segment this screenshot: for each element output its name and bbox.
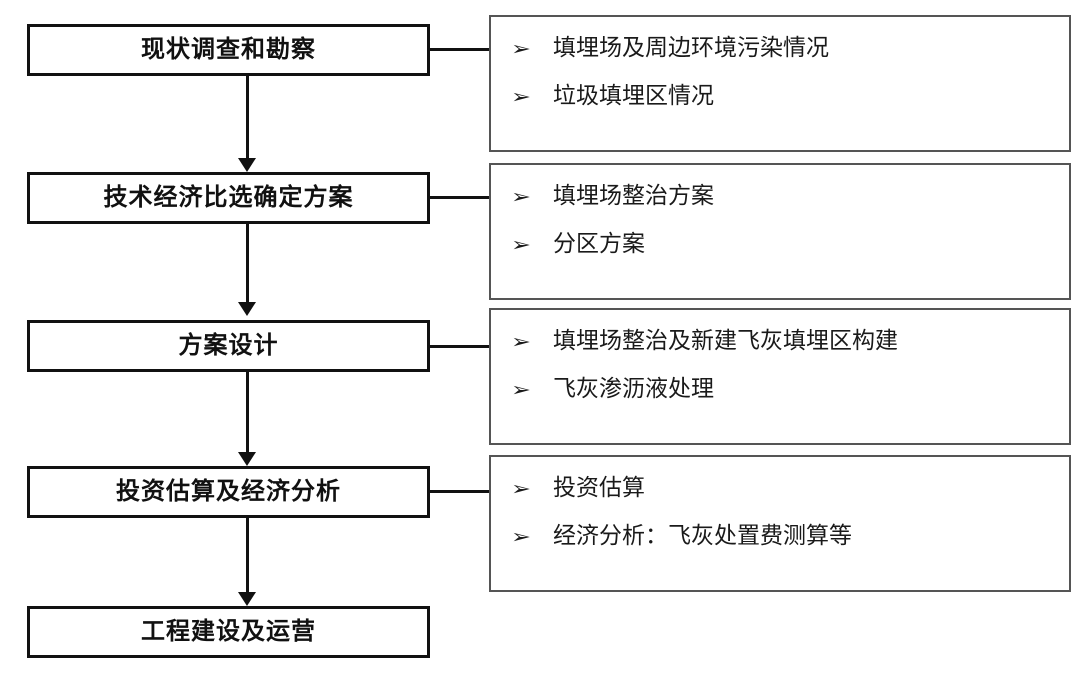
bullet-arrow-icon: ➢ bbox=[511, 233, 531, 256]
detail-item[interactable]: ➢ 填埋场整治方案 bbox=[511, 184, 1069, 232]
flow-connector-4-5 bbox=[246, 518, 249, 592]
stage-box-4[interactable]: 投资估算及经济分析 bbox=[27, 466, 430, 518]
detail-connector-2 bbox=[430, 196, 489, 199]
detail-panel-1[interactable]: ➢ 填埋场及周边环境污染情况 ➢ 垃圾填埋区情况 bbox=[489, 15, 1071, 152]
flow-arrowhead-1-2 bbox=[238, 158, 256, 172]
detail-panel-2[interactable]: ➢ 填埋场整治方案 ➢ 分区方案 bbox=[489, 163, 1071, 300]
detail-item[interactable]: ➢ 投资估算 bbox=[511, 476, 1069, 524]
flow-arrowhead-2-3 bbox=[238, 302, 256, 316]
bullet-arrow-icon: ➢ bbox=[511, 525, 531, 548]
bullet-arrow-icon: ➢ bbox=[511, 330, 531, 353]
stage-label-5: 工程建设及运营 bbox=[141, 619, 316, 645]
stage-box-2[interactable]: 技术经济比选确定方案 bbox=[27, 172, 430, 224]
bullet-arrow-icon: ➢ bbox=[511, 37, 531, 60]
detail-text: 填埋场整治及新建飞灰填埋区构建 bbox=[553, 327, 898, 353]
detail-connector-3 bbox=[430, 345, 489, 348]
detail-item[interactable]: ➢ 填埋场及周边环境污染情况 bbox=[511, 36, 1069, 84]
detail-text: 飞灰渗沥液处理 bbox=[553, 375, 714, 401]
stage-label-1: 现状调查和勘察 bbox=[141, 37, 316, 63]
stage-label-3: 方案设计 bbox=[178, 333, 279, 359]
bullet-arrow-icon: ➢ bbox=[511, 378, 531, 401]
detail-item[interactable]: ➢ 飞灰渗沥液处理 bbox=[511, 377, 1069, 425]
stage-box-3[interactable]: 方案设计 bbox=[27, 320, 430, 372]
bullet-arrow-icon: ➢ bbox=[511, 477, 531, 500]
bullet-arrow-icon: ➢ bbox=[511, 185, 531, 208]
stage-box-5[interactable]: 工程建设及运营 bbox=[27, 606, 430, 658]
stage-box-1[interactable]: 现状调查和勘察 bbox=[27, 24, 430, 76]
detail-text: 填埋场整治方案 bbox=[553, 182, 714, 208]
detail-text: 投资估算 bbox=[553, 474, 645, 500]
detail-item[interactable]: ➢ 经济分析：飞灰处置费测算等 bbox=[511, 524, 1069, 572]
flow-arrowhead-4-5 bbox=[238, 592, 256, 606]
stage-label-4: 投资估算及经济分析 bbox=[116, 479, 341, 505]
detail-text: 经济分析：飞灰处置费测算等 bbox=[553, 522, 852, 548]
stage-label-2: 技术经济比选确定方案 bbox=[103, 185, 354, 211]
flow-connector-3-4 bbox=[246, 372, 249, 452]
detail-text: 垃圾填埋区情况 bbox=[553, 82, 714, 108]
bullet-arrow-icon: ➢ bbox=[511, 85, 531, 108]
flow-connector-2-3 bbox=[246, 224, 249, 302]
flow-connector-1-2 bbox=[246, 76, 249, 158]
detail-item[interactable]: ➢ 分区方案 bbox=[511, 232, 1069, 280]
detail-connector-1 bbox=[430, 48, 489, 51]
detail-item[interactable]: ➢ 垃圾填埋区情况 bbox=[511, 84, 1069, 132]
detail-panel-4[interactable]: ➢ 投资估算 ➢ 经济分析：飞灰处置费测算等 bbox=[489, 455, 1071, 592]
detail-panel-3[interactable]: ➢ 填埋场整治及新建飞灰填埋区构建 ➢ 飞灰渗沥液处理 bbox=[489, 308, 1071, 445]
detail-text: 填埋场及周边环境污染情况 bbox=[553, 34, 829, 60]
flow-arrowhead-3-4 bbox=[238, 452, 256, 466]
detail-connector-4 bbox=[430, 490, 489, 493]
detail-text: 分区方案 bbox=[553, 230, 645, 256]
detail-item[interactable]: ➢ 填埋场整治及新建飞灰填埋区构建 bbox=[511, 329, 1069, 377]
